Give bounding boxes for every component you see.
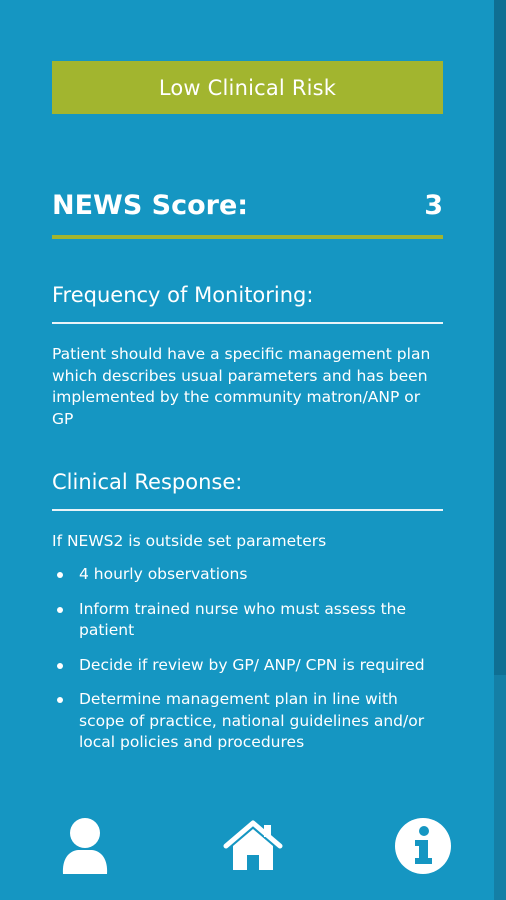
list-item-text: Decide if review by GP/ ANP/ CPN is requ… [79,655,425,674]
bullet-icon [57,662,63,669]
scrollbar-thumb[interactable] [494,0,506,675]
risk-level-banner: Low Clinical Risk [52,61,443,114]
home-button[interactable] [219,812,287,880]
news-score-label: NEWS Score: [52,189,249,221]
monitoring-text: Patient should have a specific managemen… [52,345,431,428]
home-icon [223,820,283,870]
list-item: Decide if review by GP/ ANP/ CPN is requ… [52,655,443,677]
results-content: Low Clinical Risk NEWS Score: 3 Frequenc… [52,61,443,767]
score-divider [52,235,443,239]
clinical-response-divider [52,509,443,511]
clinical-response-title: Clinical Response: [52,470,243,494]
clinical-response-condition: If NEWS2 is outside set parameters [52,532,327,550]
monitoring-section-title: Frequency of Monitoring: [52,283,314,307]
scrollbar-track[interactable] [494,0,506,900]
person-icon [62,818,108,874]
bullet-icon [57,697,63,703]
bullet-icon [57,572,63,578]
news-score-value: 3 [424,189,443,221]
bullet-icon [57,606,63,613]
clinical-response-list: 4 hourly observations Inform trained nur… [52,564,443,754]
profile-button[interactable] [51,812,119,880]
monitoring-divider [52,322,443,324]
list-item: Determine management plan in line with s… [52,689,443,754]
news-score-row: NEWS Score: 3 [52,185,443,225]
info-button[interactable] [389,812,457,880]
risk-level-label: Low Clinical Risk [158,75,337,100]
list-item-text: 4 hourly observations [79,565,248,583]
list-item: 4 hourly observations [52,564,443,586]
list-item-text: Determine management plan in line with s… [79,690,425,751]
info-icon [395,818,451,874]
list-item: Inform trained nurse who must assess the… [52,599,443,642]
list-item-text: Inform trained nurse who must assess the… [79,599,407,640]
bottom-navigation [0,812,494,880]
